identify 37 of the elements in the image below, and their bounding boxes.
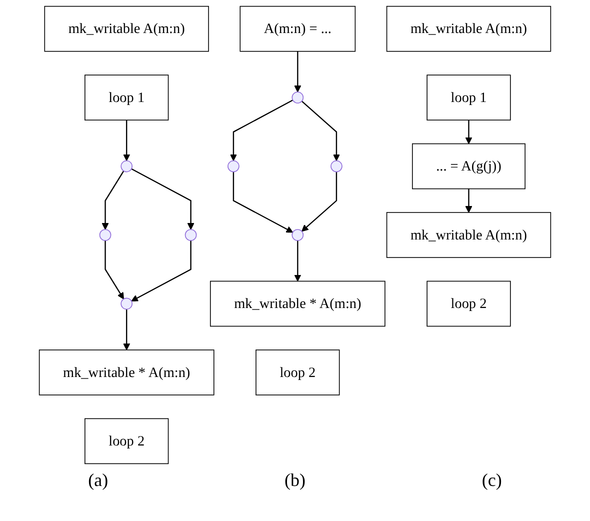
arrow [465,188,472,213]
node-point [292,92,304,104]
node-point [184,229,197,241]
node-box: loop 2 [84,418,169,464]
node-box: ... = A(g(j)) [412,143,526,190]
arrow [123,120,130,162]
node-box: loop 1 [84,74,169,120]
node-point [120,160,133,172]
panel-label: (a) [88,470,108,491]
arrow [232,172,294,233]
arrow [294,240,302,282]
node-point [292,229,304,241]
arrow [294,51,302,92]
arrow [102,170,124,230]
arrow [131,240,192,302]
arrow [302,172,338,232]
arrow [104,240,124,300]
node-box: loop 2 [426,280,511,327]
node-point [228,160,240,172]
node-box: A(m:n) = ... [240,6,356,52]
node-point [330,160,342,172]
node-box: mk_writable A(m:n) [386,6,552,52]
arrow [301,100,340,162]
node-box: loop 1 [426,74,511,120]
panel-label: (c) [482,470,502,491]
arrow [465,120,472,144]
node-box: mk_writable * A(m:n) [210,280,386,327]
arrow [230,100,294,162]
arrow [131,168,194,230]
arrow [123,309,130,350]
node-point [120,298,133,310]
node-box: loop 2 [256,350,340,396]
panel-label: (b) [284,470,306,491]
node-box: mk_writable A(m:n) [386,212,552,258]
node-box: mk_writable A(m:n) [44,6,209,52]
node-point [99,229,112,241]
node-box: mk_writable * A(m:n) [38,350,214,396]
